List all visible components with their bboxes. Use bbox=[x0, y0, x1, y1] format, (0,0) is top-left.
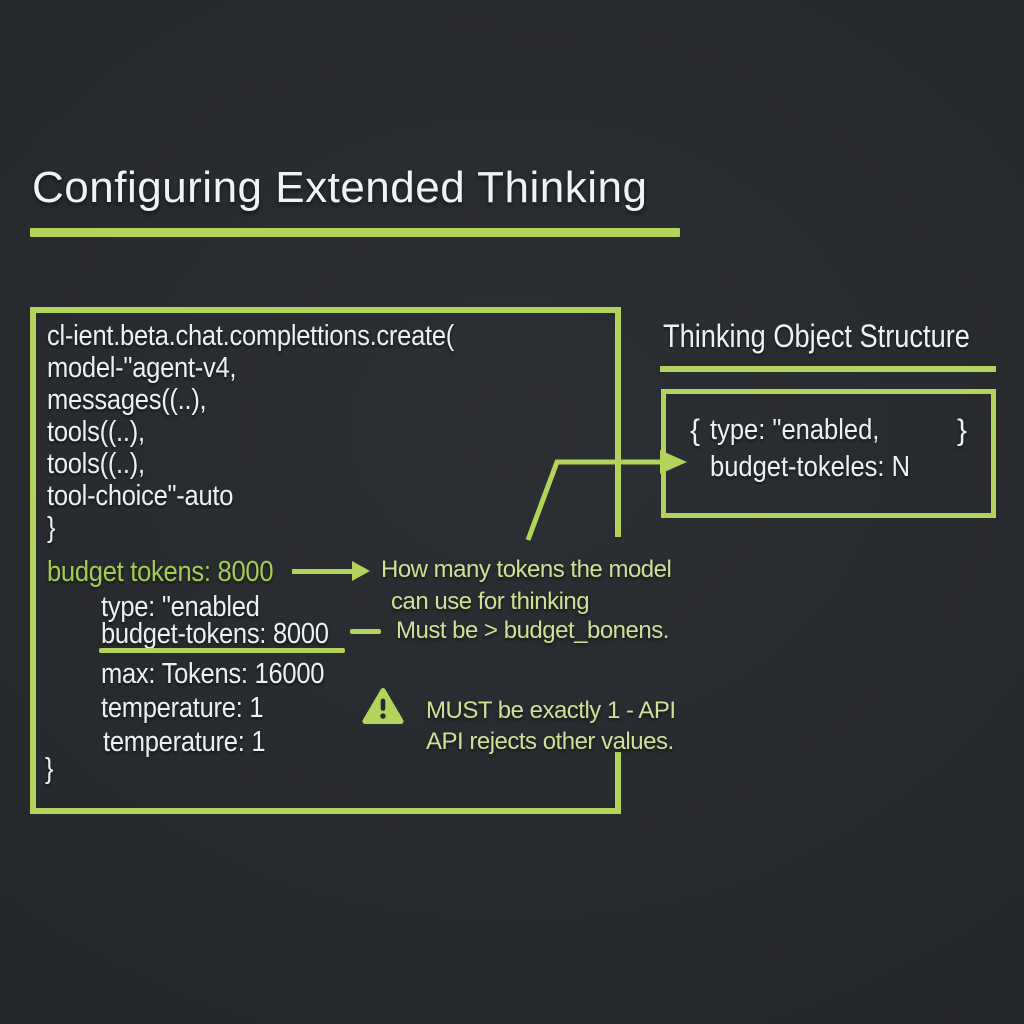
note-must-be: Must be > budget_bonens. bbox=[396, 617, 669, 644]
code-box-border-right-lower bbox=[615, 752, 621, 814]
code-line-budget-tokens-highlight: budget tokens: 8000 bbox=[47, 556, 274, 588]
object-box-line1-text: type: "enabled, bbox=[710, 414, 880, 446]
object-box-line1: { type: "enabled, } bbox=[690, 414, 967, 449]
note-token-usage-line1: How many tokens the model bbox=[381, 556, 672, 583]
note-warning-line1: MUST be exactly 1 - API bbox=[426, 697, 676, 724]
arrow-right-icon bbox=[660, 450, 687, 474]
code-line: messages((..), bbox=[47, 384, 207, 416]
object-structure-heading: Thinking Object Structure bbox=[663, 318, 970, 354]
object-box-line2-text: budget-tokeles: N bbox=[710, 450, 911, 483]
code-box-border-left bbox=[30, 307, 36, 814]
code-line-budget-tokens: budget-tokens: 8000 bbox=[101, 618, 329, 650]
code-line: } bbox=[47, 512, 56, 544]
warning-triangle-icon bbox=[362, 688, 404, 724]
code-box-border-bottom bbox=[30, 808, 621, 814]
code-box-border-top bbox=[30, 307, 621, 313]
note-token-usage-line2: can use for thinking bbox=[391, 588, 590, 615]
page-title: Configuring Extended Thinking bbox=[32, 163, 648, 212]
code-line: model-"agent-v4, bbox=[47, 352, 237, 384]
code-closing-brace: } bbox=[45, 753, 54, 785]
object-structure-underline bbox=[660, 366, 996, 372]
code-line: tools((..), bbox=[47, 416, 145, 448]
arrow-right-icon bbox=[352, 561, 370, 581]
object-structure-box: { type: "enabled, } budget-tokeles: N bbox=[661, 389, 996, 518]
code-box-border-right-upper bbox=[615, 307, 621, 537]
connector-to-object-box bbox=[525, 450, 687, 541]
code-line: tools((..), bbox=[47, 448, 145, 480]
code-line-temperature-1: temperature: 1 bbox=[101, 692, 264, 724]
code-line-temperature-2: temperature: 1 bbox=[103, 726, 266, 758]
arrow-budget-to-note-line bbox=[292, 569, 352, 574]
close-brace: } bbox=[956, 414, 967, 447]
budget-tokens-underline bbox=[99, 648, 345, 653]
title-underline bbox=[30, 228, 680, 237]
code-line-type: type: "enabled bbox=[101, 591, 260, 623]
connector-must-be-dash bbox=[350, 629, 381, 634]
code-line: tool-choice"-auto bbox=[47, 480, 234, 512]
code-line: cl-ient.beta.chat.complettions.create( bbox=[47, 320, 454, 352]
open-brace: { bbox=[690, 414, 701, 447]
code-line-max-tokens: max: Tokens: 16000 bbox=[101, 658, 325, 690]
note-warning-line2: API rejects other values. bbox=[426, 728, 674, 755]
